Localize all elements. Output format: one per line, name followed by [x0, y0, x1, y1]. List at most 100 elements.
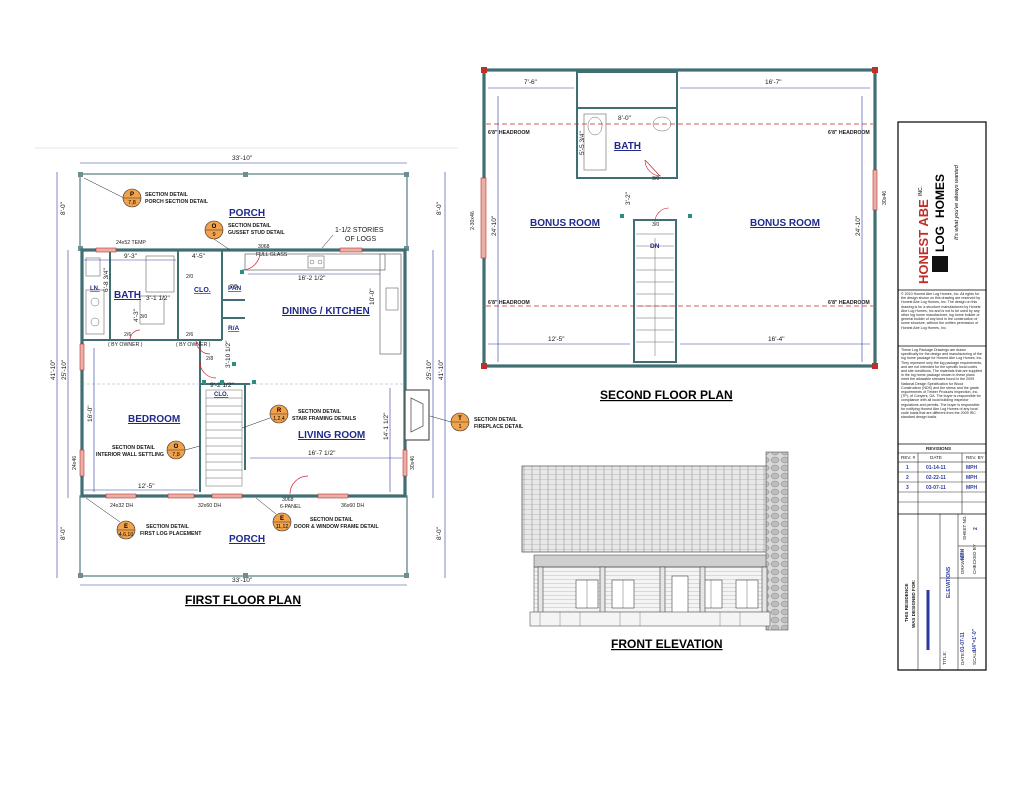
second-floor-plan: 6'8" HEADROOM 6'8" HEADROOM 6'8" HEADROO…	[470, 67, 888, 402]
ff-caption: FIRST FLOOR PLAN	[185, 593, 301, 607]
ff-door-f: 2/0	[186, 274, 193, 280]
tb-date-val: 01-07-11	[960, 632, 966, 652]
callout-o2-letter: O	[174, 444, 179, 450]
sf-dim-bath-h: 5'-5 3/4"	[579, 131, 586, 155]
ff-dim-kitchen-w: 16'-2 1/2"	[298, 275, 326, 282]
ff-dim-left-mid: 25'-10"	[61, 359, 68, 380]
callout-o-settling: O 7,8 SECTION DETAIL INTERIOR WALL SETTL…	[96, 440, 201, 460]
ff-room-living: LIVING ROOM	[298, 430, 365, 441]
sf-room-bonus-right: BONUS ROOM	[750, 218, 820, 229]
callout-e2-letter: E	[280, 516, 284, 522]
rev-row-1: 1 01-14-11 MPH	[906, 465, 978, 471]
callout-p-line1: SECTION DETAIL	[145, 192, 189, 198]
sf-win-left: 2-30x46	[470, 211, 476, 230]
ff-note-door3068: 3068	[258, 244, 270, 250]
rev3-num: 3	[906, 485, 909, 491]
sf-dim-bath-w: 8'-0"	[618, 115, 632, 122]
callout-o1-nums: 9	[212, 232, 215, 238]
sf-headroom-bl: 6'8" HEADROOM	[488, 300, 530, 306]
ff-door-d: 2/8	[230, 284, 237, 290]
tb-scale-label: SCALE:	[972, 649, 977, 665]
first-floor-plan: 33'-10" 33'-10" 41'-10" 25'-10" 41'-10" …	[35, 147, 458, 607]
callout-e2-line2: DOOR & WINDOW FRAME DETAIL	[294, 524, 379, 530]
callout-e-frame: E 11,12 SECTION DETAIL DOOR & WINDOW FRA…	[255, 497, 379, 532]
ff-door-b: 2/6	[186, 332, 193, 338]
callout-t-letter: T	[458, 416, 462, 422]
ff-note-full-glass: FULL GLASS	[256, 252, 288, 258]
sf-room-bath: BATH	[614, 141, 641, 152]
ff-dim-bath-small3: 6'-8 3/4"	[103, 268, 110, 292]
elevation-caption: FRONT ELEVATION	[611, 637, 723, 651]
brand-log: LOG	[933, 226, 947, 252]
ff-dim-porch-top-r: 8'-0"	[436, 201, 443, 215]
disclaimer-text: These Log Package Drawings are drawn spe…	[901, 348, 983, 420]
ff-dim-living-h: 14'-1 1/2"	[383, 412, 390, 440]
tb-checked-label: CHECKED BY	[972, 544, 977, 574]
ff-room-pan: PAN	[228, 285, 242, 292]
sf-dim-stair-h: 3'-2"	[625, 191, 632, 205]
ff-note-door3068b: 3068	[282, 497, 294, 503]
ff-dim-bottom: 33'-10"	[232, 577, 253, 584]
ff-dim-stair-h: 3'-10 1/2"	[225, 340, 232, 368]
rev3-by: MPH	[966, 485, 978, 491]
ff-dim-right-overall: 41'-10"	[438, 359, 445, 380]
callout-t-nums: 1	[458, 424, 461, 430]
callout-r-nums: 1,2,4	[273, 416, 285, 422]
brand-tagline: It's what you've always wanted	[954, 164, 960, 240]
ff-dim-clo-w: 4'-5"	[192, 253, 206, 260]
callout-r-letter: R	[277, 408, 282, 414]
ff-note-win3: 24x46	[72, 456, 78, 470]
title-block: HONEST ABE INC. LOG HOMES It's what you'…	[897, 121, 987, 671]
tb-drawn-by: MPH	[960, 549, 966, 561]
sf-dim-top-left: 7'-6"	[524, 79, 538, 86]
brand-logo: HONEST ABE INC. LOG HOMES It's what you'…	[916, 164, 960, 284]
copyright-text: © 2010 Honest Abe Log Homes, Inc. All ri…	[901, 292, 981, 330]
brand-portrait-icon	[932, 256, 948, 272]
sf-room-dn: DN	[650, 243, 660, 250]
ff-dim-bath-w: 9'-3"	[124, 253, 138, 260]
ff-note-win4: 30x46	[410, 456, 416, 470]
rev2-date: 02-22-11	[926, 475, 946, 481]
callout-e1-nums: 4,6,10	[119, 532, 134, 538]
ff-dim-bath-small2: 4'-3"	[133, 308, 140, 322]
rev2-num: 2	[906, 475, 909, 481]
ff-door-e: 3/0	[140, 314, 147, 320]
callout-r-line2: STAIR FRAMING DETAILS	[292, 416, 357, 422]
brand-inc: INC.	[918, 186, 924, 196]
callout-o2-line2: INTERIOR WALL SETTLING	[96, 452, 164, 458]
ff-room-bath: BATH	[114, 290, 141, 301]
sf-room-bonus-left: BONUS ROOM	[530, 218, 600, 229]
rev3-date: 03-07-11	[926, 485, 946, 491]
ff-room-clo2: CLO.	[214, 392, 229, 398]
rev2-by: MPH	[966, 475, 978, 481]
brand-homes: HOMES	[933, 174, 947, 218]
callout-e1-letter: E	[124, 524, 128, 530]
tb-elevations: ELEVATIONS	[946, 566, 952, 598]
callout-p-letter: P	[130, 192, 134, 198]
front-elevation: FRONT ELEVATION	[521, 451, 789, 651]
callout-r: R 1,2,4 SECTION DETAIL STAIR FRAMING DET…	[241, 404, 357, 429]
callout-o-gusset: O 9 SECTION DETAIL GUSSET STUD DETAIL	[204, 220, 286, 251]
sf-door-bath: 3/0	[652, 176, 659, 182]
rev-col-by: REV. BY	[966, 455, 984, 460]
ff-dim-stair-w: 9'-2 1/2"	[210, 382, 234, 389]
callout-e2-line1: SECTION DETAIL	[310, 517, 354, 523]
ff-dim-left-overall: 41'-10"	[50, 359, 57, 380]
callout-e2-nums: 11,12	[276, 524, 289, 530]
ff-dim-porch-bot-r: 8'-0"	[436, 526, 443, 540]
callout-o2-nums: 7,8	[172, 452, 180, 458]
tb-title-label: TITLE:	[942, 651, 947, 665]
callout-e1-line2: FIRST LOG PLACEMENT	[140, 531, 202, 537]
ff-note-by-owner2: ( BY OWNER )	[176, 342, 211, 348]
rev1-num: 1	[906, 465, 909, 471]
callout-t-line1: SECTION DETAIL	[474, 417, 518, 423]
ff-dim-bath-small: 3'-1 1/2"	[146, 295, 170, 302]
callout-p-line2: PORCH SECTION DETAIL	[145, 199, 209, 205]
rev-col-date: DATE	[930, 455, 942, 460]
tb-sheet-no: 2	[973, 527, 979, 530]
ff-dim-top: 33'-10"	[232, 155, 253, 162]
sf-dim-bottom-right: 16'-4"	[768, 336, 785, 343]
ff-dim-right-mid: 25'-10"	[426, 359, 433, 380]
